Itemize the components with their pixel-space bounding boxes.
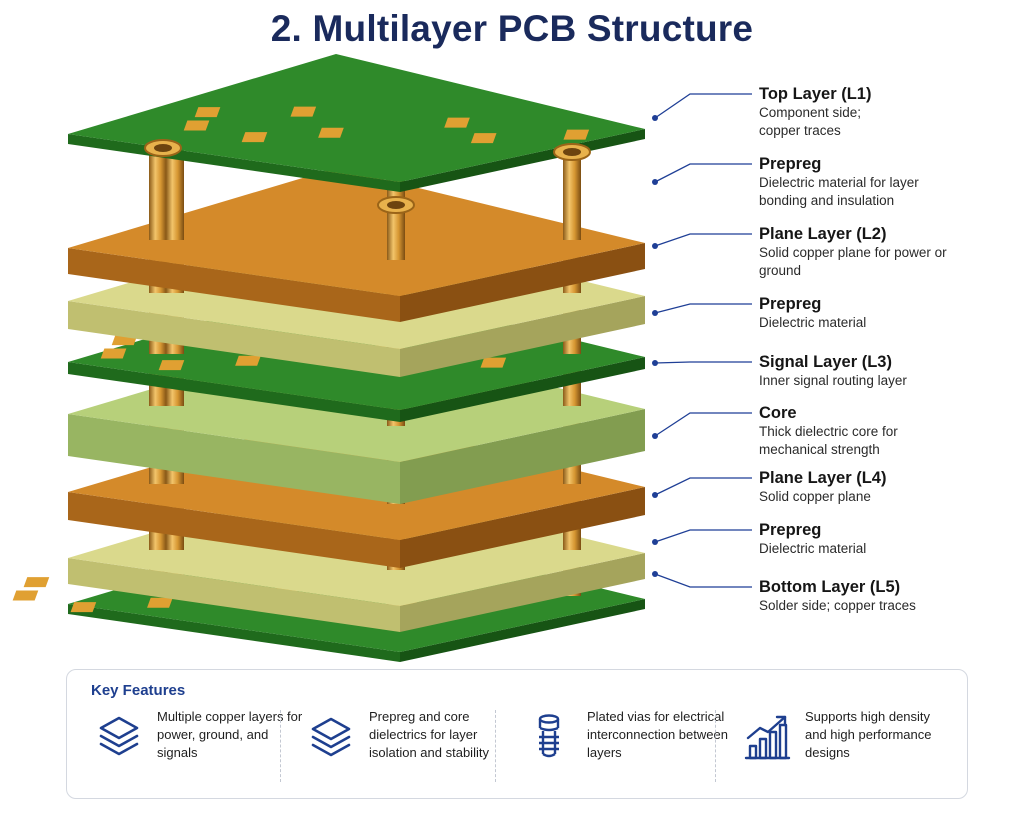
feature-text: Multiple copper layers for power, ground… [157,709,303,760]
layer-description: Dielectric material for layer bonding an… [759,175,919,208]
leader-line [654,233,752,247]
feature-separator [280,710,281,782]
layer-name: Core [759,404,797,422]
page-title: 2. Multilayer PCB Structure [270,8,754,49]
layer-description: Solid copper plane [759,489,871,504]
layer-label: Bottom Layer (L5) Solder side; copper tra… [759,577,1009,615]
layer-description: Component side; copper traces [759,105,862,138]
layer-name: Plane Layer (L4) [759,469,887,487]
leader-dot [652,310,658,316]
layer-name: Prepreg [759,155,822,173]
leader-dot [652,433,658,439]
layer-name: Plane Layer (L2) [759,225,887,243]
leader-dot [652,571,658,577]
leader-line [654,163,752,183]
layer-name: Signal Layer (L3) [759,353,892,371]
leader-dot [652,360,658,366]
stacked-layers-icon [99,716,139,756]
layer-description: Dielectric material [759,315,867,330]
layer-description: Solder side; copper traces [759,598,916,613]
layer-description: Dielectric material [759,541,867,556]
key-features-title: Key Features [91,682,186,699]
pcb-layer-slab [68,168,645,322]
feature-separator [715,710,716,782]
leader-dot [652,243,658,249]
layer-label: Signal Layer (L3) Inner signal routing la… [759,352,1009,390]
layer-description: Thick dielectric core for mechanical str… [759,424,898,457]
leader-line [654,303,752,314]
layer-name: Prepreg [759,295,822,313]
leader-dot [652,539,658,545]
leader-line [654,477,752,496]
key-features-panel: Key Features Multiple copper layers for … [66,669,968,799]
leader-dot [652,492,658,498]
leader-line [654,93,752,119]
layer-name: Top Layer (L1) [759,85,872,103]
layer-description: Inner signal routing layer [759,373,907,388]
leader-dot [652,179,658,185]
feature-text: Plated vias for electrical interconnecti… [587,709,728,760]
leader-line [654,529,752,543]
layer-name: Prepreg [759,521,822,539]
leader-line [654,412,752,437]
growth-chart-icon [744,715,791,760]
layer-label: Plane Layer (L2) Solid copper plane for p… [759,224,1009,279]
feature-text: Prepreg and core dielectrics for layer i… [369,709,489,760]
layer-label: Top Layer (L1) Component side; copper tra… [759,84,1009,139]
leader-line [654,361,752,364]
layer-description: Solid copper plane for power or ground [759,245,947,278]
layer-name: Bottom Layer (L5) [759,578,901,596]
plated-via-icon [538,714,560,758]
feature-separator [495,710,496,782]
layers-icon [311,717,351,757]
feature-text: Supports high density and high performan… [805,709,932,760]
leader-dot [652,115,658,121]
layer-label: Plane Layer (L4) Solid copper plane [759,468,1009,506]
leader-line [654,573,752,588]
